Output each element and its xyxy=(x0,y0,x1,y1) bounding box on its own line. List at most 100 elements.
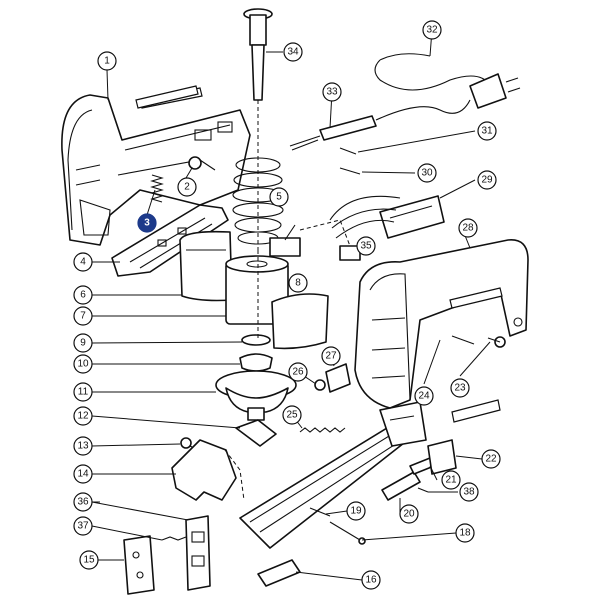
callout-part-37: 37 xyxy=(73,516,93,536)
svg-text:25: 25 xyxy=(286,410,298,421)
svg-text:16: 16 xyxy=(365,575,377,586)
svg-text:31: 31 xyxy=(481,126,493,137)
foot-part-16 xyxy=(257,559,301,587)
callout-part-24: 24 xyxy=(414,386,434,406)
callout-part-34: 34 xyxy=(283,42,303,62)
callout-part-8: 8 xyxy=(288,273,308,293)
svg-text:22: 22 xyxy=(485,454,497,465)
parts-artwork xyxy=(61,8,529,595)
callout-part-4: 4 xyxy=(73,252,93,272)
callout-part-21: 21 xyxy=(441,470,461,490)
svg-text:37: 37 xyxy=(77,521,89,532)
assembly-guide-wire xyxy=(299,219,351,247)
callout-part-33: 33 xyxy=(322,82,342,102)
svg-text:28: 28 xyxy=(462,223,474,234)
nut-part-2 xyxy=(188,156,202,170)
callout-part-27: 27 xyxy=(321,346,341,366)
callout-part-10: 10 xyxy=(73,354,93,374)
screw-part-23 xyxy=(487,336,506,348)
svg-text:30: 30 xyxy=(421,168,433,179)
svg-text:1: 1 xyxy=(104,56,110,67)
callout-part-13: 13 xyxy=(73,436,93,456)
label-strip-bottom xyxy=(451,399,501,423)
power-cord-part-32 xyxy=(374,53,521,121)
screw-part-31 xyxy=(339,147,357,155)
callout-part-16: 16 xyxy=(361,570,381,590)
svg-text:4: 4 xyxy=(80,257,86,268)
label-strip-top xyxy=(135,85,199,109)
svg-text:35: 35 xyxy=(360,241,372,252)
callout-part-15: 15 xyxy=(79,550,99,570)
callout-part-36: 36 xyxy=(73,492,93,512)
coil-spring-part-5 xyxy=(232,157,284,245)
svg-text:27: 27 xyxy=(325,351,337,362)
latch-part-27 xyxy=(325,363,351,393)
pin-part-38 xyxy=(417,487,429,493)
cap-part-10 xyxy=(239,353,273,372)
callout-part-11: 11 xyxy=(73,382,93,402)
plate-part-22 xyxy=(427,439,457,475)
trigger-bracket-part-4 xyxy=(111,204,229,277)
callout-part-31: 31 xyxy=(477,121,497,141)
svg-text:10: 10 xyxy=(77,359,89,370)
ring-part-26 xyxy=(314,379,326,391)
svg-text:24: 24 xyxy=(418,391,430,402)
bell-part-11 xyxy=(215,370,297,421)
sleeve-part-6 xyxy=(179,230,233,302)
callout-part-19: 19 xyxy=(346,501,366,521)
svg-text:8: 8 xyxy=(295,278,301,289)
callout-part-32: 32 xyxy=(422,20,442,40)
callout-part-18: 18 xyxy=(455,523,475,543)
callout-part-14: 14 xyxy=(73,464,93,484)
washer-part-9 xyxy=(241,334,271,346)
callout-part-20: 20 xyxy=(399,504,419,524)
callout-part-3: 3 xyxy=(137,213,157,233)
svg-text:19: 19 xyxy=(350,506,362,517)
svg-text:18: 18 xyxy=(459,528,471,539)
plunger-rod-part-34 xyxy=(243,8,273,250)
svg-text:36: 36 xyxy=(77,497,89,508)
callout-part-38: 38 xyxy=(459,482,479,502)
callout-part-22: 22 xyxy=(481,449,501,469)
svg-text:15: 15 xyxy=(83,555,95,566)
callout-part-7: 7 xyxy=(73,306,93,326)
callout-part-6: 6 xyxy=(73,285,93,305)
svg-text:32: 32 xyxy=(426,25,438,36)
housing-half-part-28 xyxy=(354,239,529,409)
callout-part-23: 23 xyxy=(450,378,470,398)
spring-part-25 xyxy=(299,427,346,433)
strain-relief-part-33 xyxy=(289,115,377,151)
svg-text:38: 38 xyxy=(463,487,475,498)
callout-part-9: 9 xyxy=(73,333,93,353)
svg-text:7: 7 xyxy=(80,311,86,322)
slide-part-20 xyxy=(381,471,421,501)
svg-text:20: 20 xyxy=(403,509,415,520)
pin-part-19 xyxy=(309,507,331,517)
callouts: 1 2 3 4 5 6 7 8 9 10 11 12 13 14 15 16 1… xyxy=(73,20,501,590)
pin-part-37 xyxy=(161,536,187,541)
svg-text:23: 23 xyxy=(454,383,466,394)
svg-text:13: 13 xyxy=(77,441,89,452)
svg-text:26: 26 xyxy=(292,367,304,378)
callout-part-30: 30 xyxy=(417,163,437,183)
svg-text:34: 34 xyxy=(287,47,299,58)
spring-part-3 xyxy=(150,174,164,203)
callout-part-1: 1 xyxy=(97,51,117,71)
callout-part-25: 25 xyxy=(282,405,302,425)
svg-text:14: 14 xyxy=(77,469,89,480)
callout-part-28: 28 xyxy=(458,218,478,238)
svg-text:3: 3 xyxy=(144,218,150,229)
svg-text:21: 21 xyxy=(445,475,457,486)
side-plate-part-15 xyxy=(123,535,155,595)
svg-text:2: 2 xyxy=(184,182,190,193)
svg-text:5: 5 xyxy=(276,192,282,203)
screw-part-30 xyxy=(339,167,361,175)
magazine-assembly xyxy=(239,401,427,549)
svg-text:9: 9 xyxy=(80,338,86,349)
shield-plate-part-8 xyxy=(271,293,329,350)
switch-block-part-29 xyxy=(379,195,445,239)
callout-part-35: 35 xyxy=(356,236,376,256)
svg-text:33: 33 xyxy=(326,87,338,98)
lever-bracket-part-14 xyxy=(171,439,237,501)
svg-text:6: 6 xyxy=(80,290,86,301)
